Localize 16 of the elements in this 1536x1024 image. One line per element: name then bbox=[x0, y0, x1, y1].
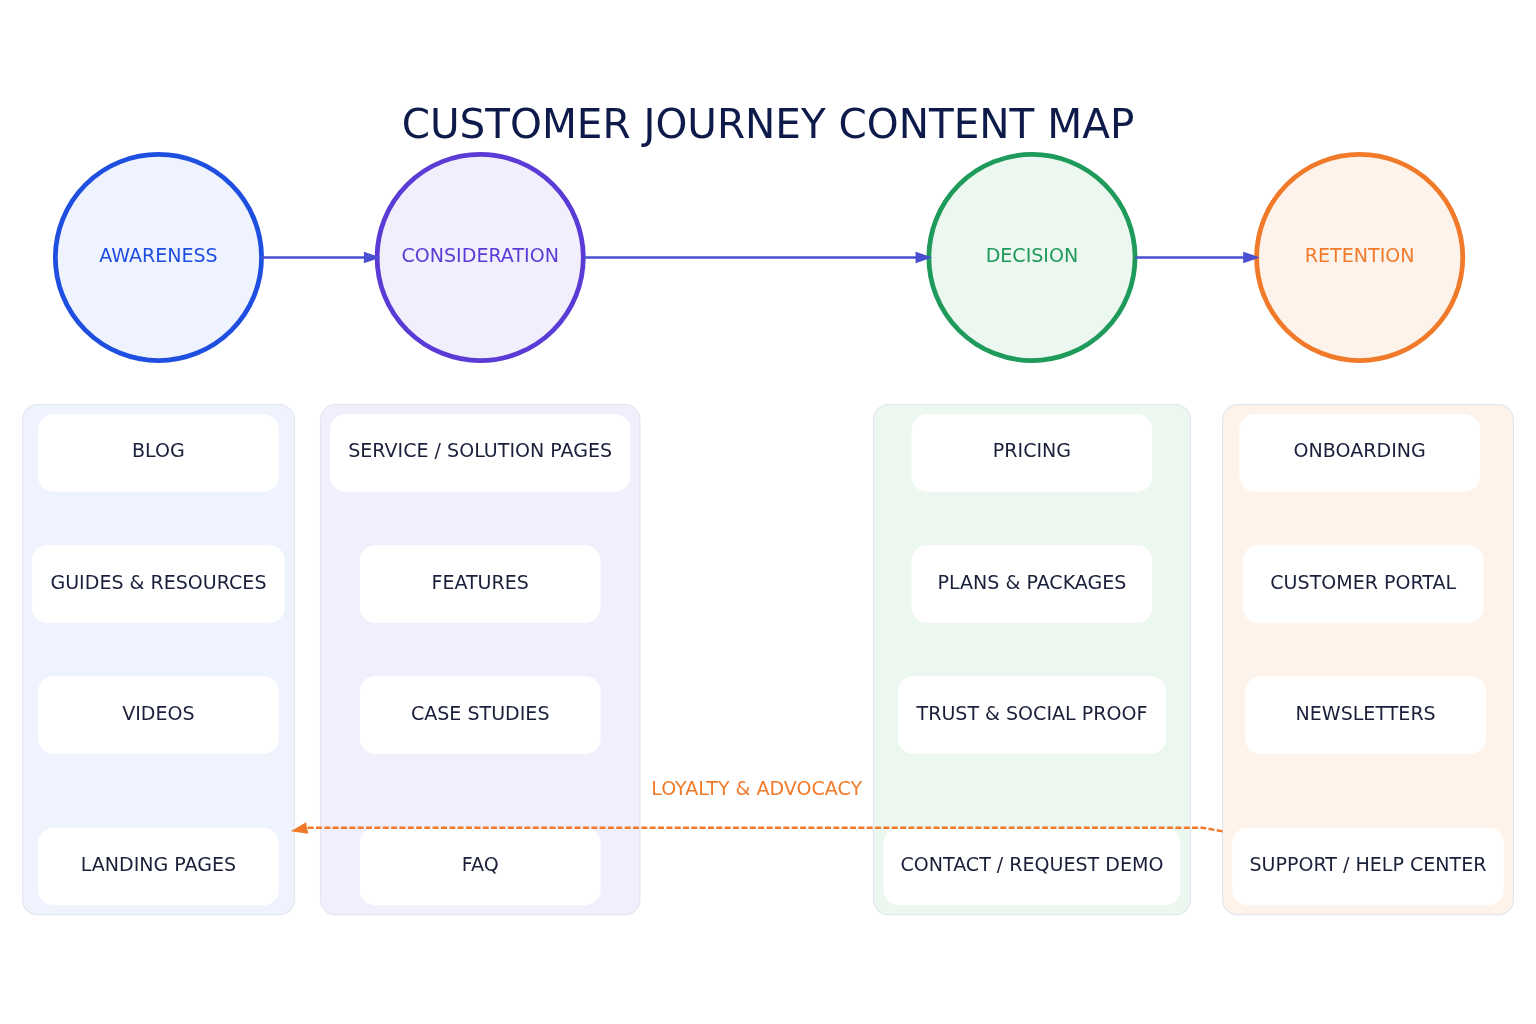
cluster bbox=[1222, 403, 1514, 915]
arrow bbox=[290, 821, 1223, 834]
node-circle: CONSIDERATION bbox=[374, 151, 586, 363]
arrow bbox=[1135, 251, 1260, 263]
cluster bbox=[319, 403, 641, 915]
cluster bbox=[22, 403, 295, 915]
node-box: FAQ bbox=[359, 827, 601, 905]
diagram-title: CUSTOMER JOURNEY CONTENT MAP bbox=[401, 99, 1135, 148]
node-circle: RETENTION bbox=[1254, 151, 1466, 363]
node-box: CONTACT / REQUEST DEMO bbox=[883, 827, 1181, 905]
arrow bbox=[261, 251, 381, 263]
arrow bbox=[583, 251, 933, 263]
node-circle: DECISION bbox=[926, 151, 1138, 363]
cluster bbox=[872, 403, 1192, 915]
node-circle: AWARENESS bbox=[52, 151, 264, 363]
edge-label: LOYALTY & ADVOCACY bbox=[651, 776, 863, 799]
